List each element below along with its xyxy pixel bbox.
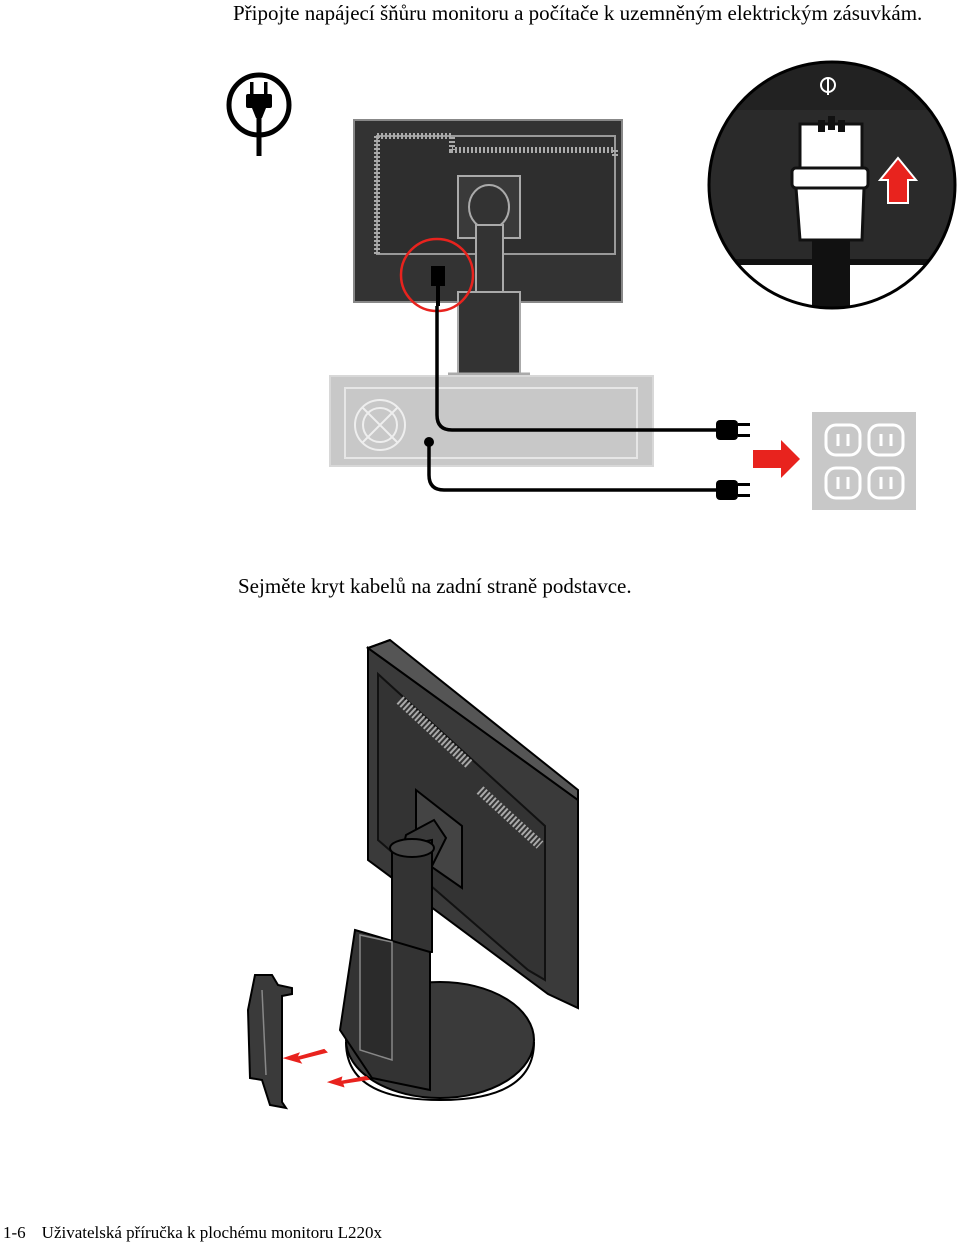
arrow-up-icon bbox=[877, 156, 919, 204]
arrow-left-icon bbox=[326, 1075, 371, 1088]
step-instruction-connect-power: Připojte napájecí šňůru monitoru a počít… bbox=[233, 1, 923, 25]
cable-cover-removal-illustration bbox=[246, 638, 579, 1110]
arrow-left-icon bbox=[282, 1048, 328, 1064]
step-instruction-remove-cable-cover: Sejměte kryt kabelů na zadní straně pods… bbox=[238, 574, 632, 598]
manual-title: Uživatelská příručka k plochému monitoru… bbox=[41, 1223, 383, 1242]
removal-arrows bbox=[282, 1048, 371, 1088]
power-plug-icon bbox=[226, 72, 292, 156]
power-port-icon bbox=[820, 77, 836, 95]
power-port-zoom-detail bbox=[707, 60, 957, 310]
power-connection-illustration bbox=[226, 60, 957, 510]
wall-outlet bbox=[812, 412, 916, 510]
monitor-angled-back-view bbox=[338, 638, 579, 1102]
power-cables bbox=[424, 306, 750, 500]
page-number: 1-6 bbox=[3, 1223, 26, 1242]
arrow-right-icon bbox=[753, 440, 800, 478]
page-footer: 1-6 Uživatelská příručka k plochému monit… bbox=[3, 1222, 382, 1244]
computer-case bbox=[329, 375, 654, 467]
monitor-back-view bbox=[353, 119, 623, 376]
cable-cover-part bbox=[246, 974, 293, 1110]
